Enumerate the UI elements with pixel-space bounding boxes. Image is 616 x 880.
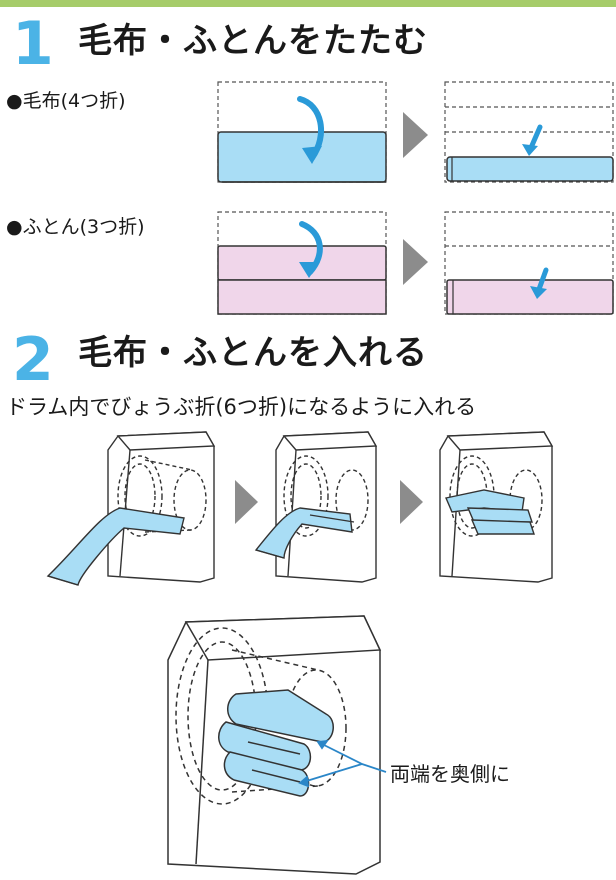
step-2-instruction: ドラム内でびょうぶ折(6つ折)になるように入れる [6, 395, 477, 419]
top-accent-bar [0, 0, 616, 7]
blanket-insert-a [46, 507, 185, 586]
callout-both-ends-back: 両端を奥側に [390, 762, 510, 786]
blanket-fold-diagram-1 [217, 81, 387, 183]
blanket-in-drum [218, 689, 334, 797]
futon-fold-diagram-1 [217, 211, 387, 315]
step-1-title: 毛布・ふとんをたたむ [78, 21, 428, 61]
next-arrow-icon [400, 480, 423, 524]
blanket-insert-c [445, 489, 535, 535]
futon-fold-diagram-2 [444, 211, 614, 315]
next-arrow-icon [403, 239, 428, 285]
step-2-number: 2 [12, 325, 54, 395]
blanket-fold-diagram-2 [444, 81, 614, 183]
washer-step-a [107, 431, 216, 583]
step-2-title: 毛布・ふとんを入れる [78, 333, 428, 373]
next-arrow-icon [403, 112, 428, 158]
blanket-insert-b [254, 507, 355, 559]
callout-arrows [298, 739, 387, 788]
washer-step-b [275, 431, 378, 583]
blanket-label: ●毛布(4つ折) [6, 90, 126, 112]
futon-label: ●ふとん(3つ折) [6, 216, 145, 238]
next-arrow-icon [235, 480, 258, 524]
step-1-number: 1 [12, 9, 54, 79]
